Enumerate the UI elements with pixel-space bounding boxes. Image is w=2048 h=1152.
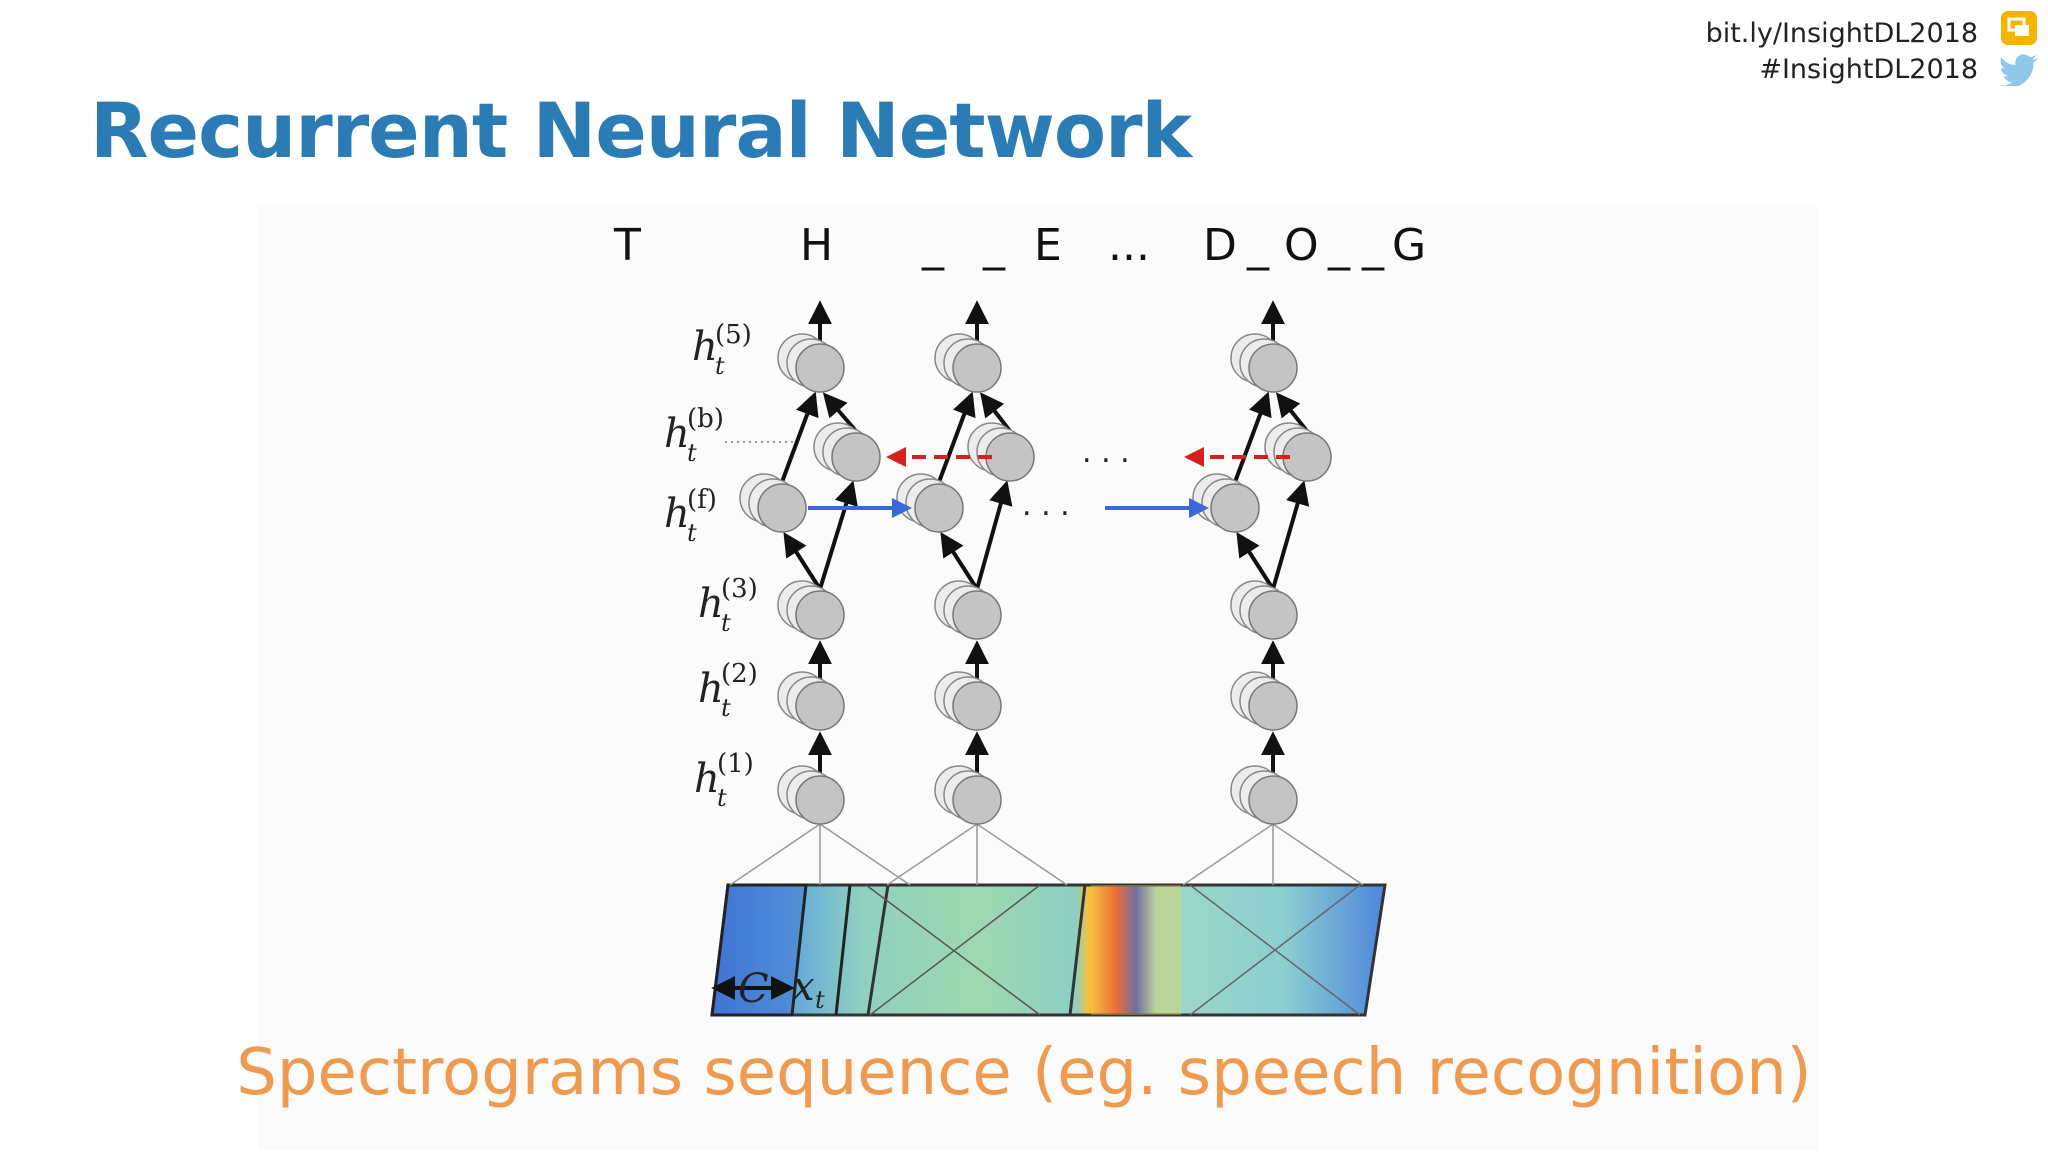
layer-label-backward: h t (b) — [664, 404, 724, 467]
layer-label-forward: h t (f) — [664, 485, 717, 547]
hidden-node-layer1 — [1248, 775, 1298, 825]
hidden-node-layer3 — [795, 590, 845, 640]
hidden-node-layer1 — [795, 775, 845, 825]
output-label: _ — [982, 220, 1006, 271]
svg-text:t: t — [715, 352, 725, 380]
output-label: G — [1392, 220, 1426, 271]
svg-text:h: h — [698, 666, 724, 712]
hidden-node-layer2 — [952, 681, 1002, 731]
svg-text:(f): (f) — [687, 485, 717, 515]
connection-arrow — [818, 480, 858, 590]
output-label: D — [1203, 220, 1237, 271]
spectrogram-highlight — [1091, 885, 1181, 1015]
header-links: bit.ly/InsightDL2018 #InsightDL2018 — [1706, 16, 1978, 88]
output-label: H — [800, 220, 833, 271]
svg-text:h: h — [664, 411, 690, 457]
connection-arrow — [1271, 480, 1310, 590]
output-label: _ — [1327, 220, 1351, 271]
output-label: _ — [1246, 220, 1270, 271]
spectrogram-frame-divider — [834, 884, 852, 1016]
output-label: T — [613, 220, 641, 271]
connection-arrow — [1276, 392, 1309, 433]
svg-text:(b): (b) — [687, 404, 724, 434]
connection-arrow — [980, 392, 1012, 433]
backward-node — [1282, 432, 1332, 482]
hidden-node-layer5 — [795, 343, 845, 393]
short-link[interactable]: bit.ly/InsightDL2018 — [1705, 18, 1978, 49]
layer-label-5: h t (5) — [692, 320, 752, 380]
layer-label-3: h t (3) — [698, 574, 758, 637]
svg-text:h: h — [664, 491, 690, 537]
forward-node — [757, 483, 807, 533]
connection-arrow — [940, 531, 979, 591]
svg-text:h: h — [698, 581, 724, 627]
output-label: E — [1034, 220, 1062, 271]
connection-arrow — [1236, 531, 1275, 591]
output-label: _ — [1361, 220, 1385, 271]
output-label: ... — [1108, 220, 1150, 271]
layer-label-2: h t (2) — [698, 659, 758, 722]
hidden-node-layer5 — [1248, 343, 1298, 393]
hidden-node-layer2 — [795, 681, 845, 731]
backward-node — [985, 432, 1035, 482]
spectrogram-frame-mid — [866, 883, 1087, 1017]
recurrent-arrows: . . . . . . — [808, 435, 1290, 523]
output-label: _ — [921, 220, 945, 271]
svg-text:t: t — [687, 439, 697, 467]
output-label: O — [1284, 220, 1319, 271]
backward-node — [831, 432, 881, 482]
svg-text:(2): (2) — [721, 659, 758, 689]
hidden-node-layer2 — [1248, 681, 1298, 731]
receptive-field-line — [976, 823, 1068, 886]
context-label: C — [738, 966, 769, 1012]
forward-ellipsis: . . . — [1022, 488, 1070, 523]
google-slides-icon — [2001, 11, 2037, 45]
svg-text:t: t — [721, 694, 731, 722]
receptive-field-line — [729, 823, 821, 886]
svg-text:(3): (3) — [721, 574, 758, 604]
backward-ellipsis: . . . — [1082, 435, 1130, 470]
input-label: x — [792, 964, 815, 1010]
forward-node — [914, 483, 964, 533]
twitter-bird-icon — [2000, 54, 2038, 86]
svg-text:t: t — [721, 609, 731, 637]
svg-text:h: h — [694, 756, 720, 802]
connection-arrow — [822, 392, 858, 433]
svg-text:(5): (5) — [715, 320, 752, 350]
forward-node — [1210, 483, 1260, 533]
receptive-field-line — [1182, 823, 1274, 886]
connection-arrow — [975, 480, 1013, 590]
svg-text:t: t — [717, 784, 727, 812]
layer-label-1: h t (1) — [694, 749, 754, 812]
layer-labels: h t (5) h t (b) h t (f) h t (3) h t (2) … — [664, 320, 795, 812]
hidden-node-layer3 — [952, 590, 1002, 640]
receptive-field-line — [886, 823, 978, 886]
hidden-node-layer1 — [952, 775, 1002, 825]
receptive-field-line — [819, 823, 911, 886]
slide-title: Recurrent Neural Network — [90, 86, 1192, 175]
connection-arrow — [937, 391, 976, 483]
connection-arrow — [783, 531, 822, 591]
spectrogram-input: C x t — [710, 883, 1387, 1017]
svg-text:h: h — [692, 324, 718, 370]
rnn-columns — [729, 300, 1364, 886]
output-labels: T H _ _ E ... D _ O _ _ G — [613, 220, 1426, 271]
hidden-node-layer3 — [1248, 590, 1298, 640]
svg-text:(1): (1) — [717, 749, 754, 779]
connection-arrow — [780, 391, 819, 483]
hidden-node-layer5 — [952, 343, 1002, 393]
svg-text:t: t — [687, 519, 697, 547]
hashtag: #InsightDL2018 — [1759, 54, 1978, 85]
input-label-sub: t — [815, 986, 825, 1014]
receptive-field-line — [1272, 823, 1364, 886]
connection-arrow — [1233, 391, 1272, 483]
slide-caption: Spectrograms sequence (eg. speech recogn… — [236, 1036, 1812, 1110]
